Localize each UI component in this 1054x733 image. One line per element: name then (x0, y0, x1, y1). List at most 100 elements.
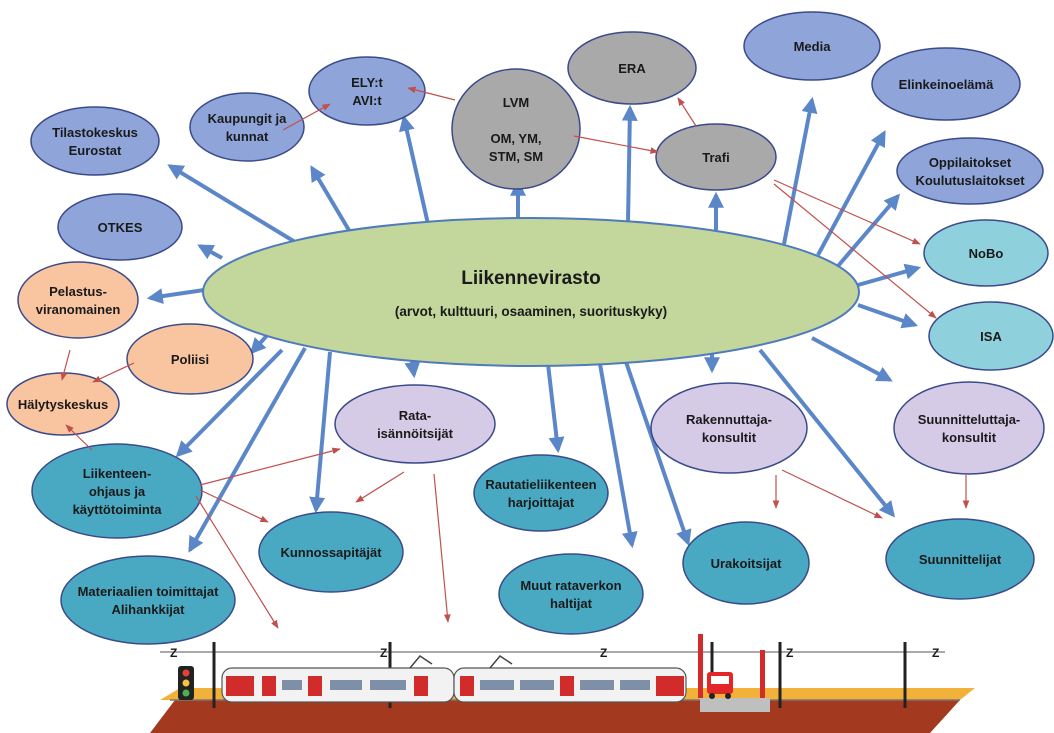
node-label: isännöitsijät (377, 426, 454, 441)
arrow-to-urakoitsijat (624, 361, 692, 547)
rel-kaupungit-ely (282, 103, 331, 131)
node-ellipse (682, 521, 810, 605)
node-label: Materiaalien toimittajat (78, 584, 220, 599)
node-label: Hälytyskeskus (18, 397, 108, 412)
node-label: Muut rataverkon (520, 578, 621, 593)
level-crossing (698, 634, 770, 712)
node-ellipse (60, 555, 236, 645)
node-urakoitsijat: Urakoitsijat (682, 521, 810, 605)
arrow-to-pelastus (146, 288, 205, 305)
node-label: ISA (980, 329, 1002, 344)
node-ellipse (126, 323, 254, 395)
node-kunnossapitajat: Kunnossapitäjät (258, 511, 404, 593)
rel-lvm-trafi (573, 135, 659, 154)
track-label-z: Z (600, 646, 607, 660)
center-subtitle: (arvot, kulttuuri, osaaminen, suoritusky… (395, 304, 667, 319)
node-nobo: NoBo (923, 219, 1049, 287)
arrow-to-ely (399, 114, 430, 225)
node-label: Eurostat (69, 143, 122, 158)
node-trafi: Trafi (655, 123, 777, 191)
node-poliisi: Poliisi (126, 323, 254, 395)
track-label-z: Z (932, 646, 939, 660)
rel-rata-track (433, 473, 451, 623)
track-label-z: Z (380, 646, 387, 660)
node-ellipse (473, 454, 609, 532)
arrow-to-muut (598, 363, 638, 549)
node-label: AVI:t (352, 93, 382, 108)
node-ellipse (308, 56, 426, 126)
node-rata: Rata-isännöitsijät (334, 384, 496, 464)
node-ellipse (928, 301, 1054, 371)
node-ellipse (189, 92, 305, 162)
arrow-to-isa (857, 303, 919, 329)
arrow-to-suunnitteluttaja (811, 336, 893, 382)
node-ellipse (896, 137, 1044, 205)
node-label: Alihankkijat (112, 602, 186, 617)
node-label: OTKES (98, 220, 143, 235)
node-label: konsultit (942, 430, 997, 445)
node-label: harjoittajat (508, 495, 575, 510)
rel-lvm-ely (407, 86, 456, 101)
node-label: viranomainen (36, 302, 121, 317)
node-label: Poliisi (171, 352, 209, 367)
rel-rakennuttaja-suunnittelijat (781, 469, 883, 519)
node-elinkeinoelama: Elinkeinoelämä (871, 47, 1021, 121)
node-kaupungit: Kaupungit ja kunnat (189, 92, 305, 162)
rel-rata-kunnossa (355, 471, 405, 503)
node-label: ELY:t (351, 75, 383, 90)
rail-embankment (150, 700, 960, 733)
node-label: Kaupungit ja (208, 111, 287, 126)
rel-trafi-nobo (773, 179, 921, 245)
arrow-to-rata (404, 359, 421, 379)
node-ellipse (17, 261, 139, 339)
node-label: Tilastokeskus (52, 125, 138, 140)
rel-poliisi-halytys (92, 362, 135, 383)
node-rautatieliikenteen: Rautatieliikenteen harjoittajat (473, 454, 609, 532)
arrow-to-kunnossapitajat (309, 351, 332, 514)
node-isa: ISA (928, 301, 1054, 371)
node-ellipse (743, 11, 881, 81)
node-ellipse (923, 219, 1049, 287)
node-label: Oppilaitokset (929, 155, 1012, 170)
node-ellipse (885, 518, 1035, 600)
node-label: Rautatieliikenteen (485, 477, 596, 492)
track-label-z: Z (786, 646, 793, 660)
arrow-to-kaupungit (310, 165, 352, 234)
node-label: konsultit (702, 430, 757, 445)
arrow-to-suunnittelijat (758, 348, 896, 518)
rel-trafi-isa (773, 183, 937, 319)
node-label: Urakoitsijat (711, 556, 782, 571)
red-arrows (60, 86, 970, 629)
arrow-to-tilastokeskus (167, 164, 302, 247)
node-ellipse (30, 106, 160, 176)
node-label: Koulutuslaitokset (915, 173, 1025, 188)
arrow-to-oppilaitokset (836, 193, 901, 268)
node-label: Elinkeinoelämä (899, 77, 994, 92)
node-halytyskeskus: Hälytyskeskus (6, 372, 120, 436)
node-suunnitteluttaja: Suunnitteluttaja-konsultit (893, 381, 1045, 475)
rel-liikenne-kunnossa (199, 489, 269, 523)
node-label: ohjaus ja (89, 484, 146, 499)
node-ellipse (655, 123, 777, 191)
node-label: Suunnittelijat (919, 552, 1002, 567)
arrow-to-otkes (197, 244, 223, 260)
center-title: Liikennevirasto (461, 268, 600, 289)
node-pelastus: Pelastus-viranomainen (17, 261, 139, 339)
rel-liikenne-halytys (65, 424, 93, 451)
center-ellipse (202, 217, 860, 367)
node-label: kunnat (226, 129, 269, 144)
arrow-to-rautatieliikenteen (546, 363, 565, 454)
arrow-to-era (621, 104, 638, 223)
node-label: OM, YM, (490, 131, 541, 146)
node-ellipse (57, 193, 183, 261)
node-ellipse (334, 384, 496, 464)
node-label: Kunnossapitäjät (280, 545, 382, 560)
